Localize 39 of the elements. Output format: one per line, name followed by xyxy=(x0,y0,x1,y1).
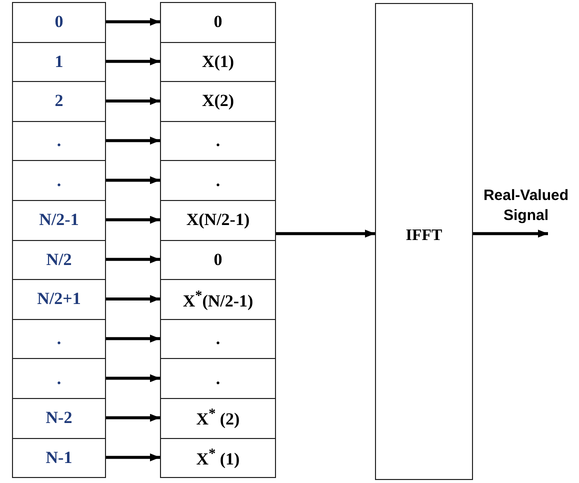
table-cell: X(1) xyxy=(160,42,276,82)
table-cell: N/2 xyxy=(12,240,106,280)
arrow xyxy=(106,374,160,382)
table-cell: . xyxy=(160,358,276,399)
arrow xyxy=(106,18,160,26)
table-cell: X$^{*}$ (2) xyxy=(160,398,276,439)
table-cell: X(2) xyxy=(160,81,276,122)
table-cell: . xyxy=(160,160,276,201)
table-cell: 1 xyxy=(12,42,106,82)
arrow xyxy=(106,414,160,422)
arrow xyxy=(106,216,160,224)
table-cell: 0 xyxy=(160,240,276,280)
table-cell: X(N/2-1) xyxy=(160,200,276,241)
table-cell: 0 xyxy=(12,2,106,43)
table-cell: . xyxy=(12,120,106,162)
arrow xyxy=(106,57,160,66)
table-cell: . xyxy=(12,318,106,360)
arrow xyxy=(106,295,160,303)
arrow xyxy=(106,334,160,343)
table-cell: N-1 xyxy=(12,438,106,478)
table-cell: N/2-1 xyxy=(12,200,106,241)
arrow xyxy=(473,230,548,238)
table-cell: N-2 xyxy=(12,398,106,439)
arrow xyxy=(106,97,160,105)
table-cell: . xyxy=(12,160,106,201)
table-cell: . xyxy=(12,358,106,399)
table-cell: 2 xyxy=(12,81,106,122)
table-cell: . xyxy=(160,120,276,162)
arrow xyxy=(106,136,160,145)
table-cell: 0 xyxy=(160,2,276,43)
table-cell: N/2+1 xyxy=(12,279,106,320)
arrow xyxy=(106,176,160,184)
table-cell: X$^{*}$(N/2-1) xyxy=(160,279,276,320)
arrow xyxy=(276,230,375,238)
arrow xyxy=(106,453,160,462)
table-cell: . xyxy=(160,318,276,360)
process-box: IFFT xyxy=(375,3,473,480)
table-cell: X$^{*}$ (1) xyxy=(160,438,276,478)
arrow xyxy=(106,255,160,264)
